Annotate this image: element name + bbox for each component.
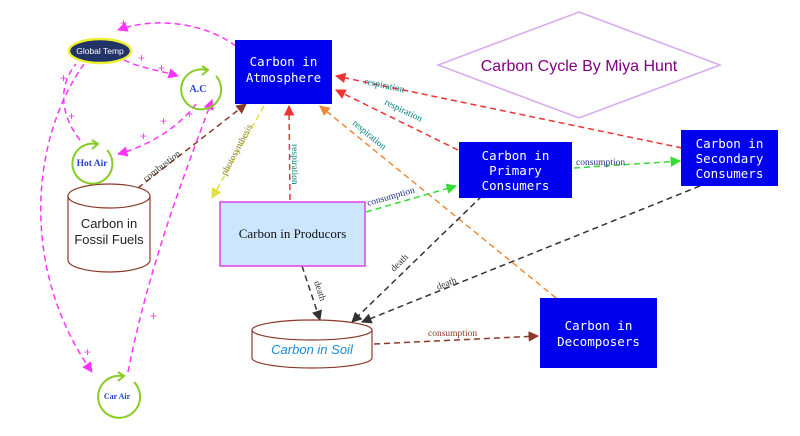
- atmosphere-line2: Atmosphere: [246, 70, 321, 85]
- label-consumption-producers-primary: consumption: [366, 186, 416, 209]
- primary-line2: Primary: [489, 163, 542, 178]
- edge-photosynthesis: [211, 105, 265, 199]
- primary-line3: Consumers: [482, 178, 550, 193]
- title-diamond: Carbon Cycle By Miya Hunt: [435, 11, 723, 119]
- label-respiration-secondary: respiration: [363, 77, 405, 95]
- node-ac[interactable]: A.C: [180, 65, 223, 111]
- secondary-line3: Consumers: [696, 166, 764, 181]
- edge-death-secondary: [361, 185, 701, 324]
- edge-respiration-producers: [283, 104, 295, 201]
- hot-air-label: Hot Air: [77, 159, 109, 169]
- car-air-label: Car Air: [104, 392, 131, 401]
- edge-consumption-primary-secondary: [573, 156, 682, 169]
- node-carbon-producers[interactable]: Carbon in Producors: [219, 201, 366, 267]
- edge-car-air-ac: [127, 99, 214, 373]
- plus-sign: +: [140, 129, 147, 143]
- node-car-air[interactable]: Car Air: [97, 371, 142, 419]
- edge-consumption-soil-decomposers: [373, 331, 540, 345]
- plus-sign: +: [158, 61, 165, 75]
- plus-sign: +: [138, 51, 145, 65]
- plus-sign: +: [84, 345, 91, 359]
- plus-sign: +: [186, 107, 193, 121]
- label-respiration-decomposers: respiration: [350, 119, 388, 153]
- edge-global-temp-car-air: [40, 63, 93, 373]
- node-carbon-decomposers[interactable]: Carbon in Decomposers: [540, 298, 657, 368]
- fossil-line2: Fossil Fuels: [74, 232, 144, 247]
- edge-death-primary: [351, 195, 483, 323]
- node-carbon-atmosphere[interactable]: Carbon in Atmosphere: [235, 40, 332, 104]
- edge-consumption-producers-primary: [365, 183, 458, 213]
- label-death-secondary: death: [435, 276, 458, 293]
- label-death-primary: death: [389, 253, 411, 275]
- diagram-title: Carbon Cycle By Miya Hunt: [481, 58, 678, 75]
- plus-sign: +: [160, 114, 167, 128]
- node-global-temp[interactable]: Global Temp: [67, 37, 133, 65]
- edge-global-temp-ac: [123, 59, 180, 79]
- label-respiration-producers: respiration: [289, 144, 299, 185]
- fossil-line1: Carbon in: [81, 216, 137, 231]
- plus-sign: +: [120, 16, 127, 30]
- global-temp-label: Global Temp: [76, 46, 124, 56]
- edge-atmosphere-global-temp: [117, 21, 237, 47]
- label-consumption-primary-secondary: consumption: [576, 158, 625, 168]
- soil-label: Carbon in Soil: [271, 342, 354, 357]
- edge-respiration-secondary: [334, 72, 683, 149]
- ac-label: A.C: [190, 84, 207, 95]
- label-photosynthesis: photosynthesis: [220, 123, 255, 178]
- node-carbon-fossil-fuels[interactable]: Carbon in Fossil Fuels: [67, 183, 151, 273]
- label-consumption-soil-decomposers: consumption: [428, 329, 477, 339]
- edge-respiration-primary: [335, 89, 459, 151]
- plus-sign: +: [60, 71, 67, 85]
- edge-respiration-decomposers: [319, 105, 557, 299]
- edges: [40, 21, 701, 373]
- secondary-line1: Carbon in: [696, 136, 764, 151]
- edge-ac-hot-air: [116, 103, 197, 157]
- node-carbon-soil[interactable]: Carbon in Soil: [251, 319, 373, 369]
- secondary-line2: Secondary: [696, 151, 764, 166]
- producers-label: Carbon in Producors: [239, 226, 347, 241]
- atmosphere-line1: Carbon in: [250, 54, 318, 69]
- decomposers-line1: Carbon in: [565, 318, 633, 333]
- node-carbon-secondary-consumers[interactable]: Carbon in Secondary Consumers: [681, 130, 778, 186]
- plus-signs: + + + + + + + + + +: [60, 16, 193, 359]
- edge-combustion: [137, 103, 247, 189]
- label-combustion: combustion: [142, 149, 183, 184]
- decomposers-line2: Decomposers: [557, 334, 640, 349]
- primary-line1: Carbon in: [482, 148, 550, 163]
- node-hot-air[interactable]: Hot Air: [71, 139, 114, 185]
- plus-sign: +: [68, 109, 75, 123]
- plus-sign: +: [150, 309, 157, 323]
- node-carbon-primary-consumers[interactable]: Carbon in Primary Consumers: [459, 142, 572, 198]
- label-respiration-primary: respiration: [383, 98, 424, 125]
